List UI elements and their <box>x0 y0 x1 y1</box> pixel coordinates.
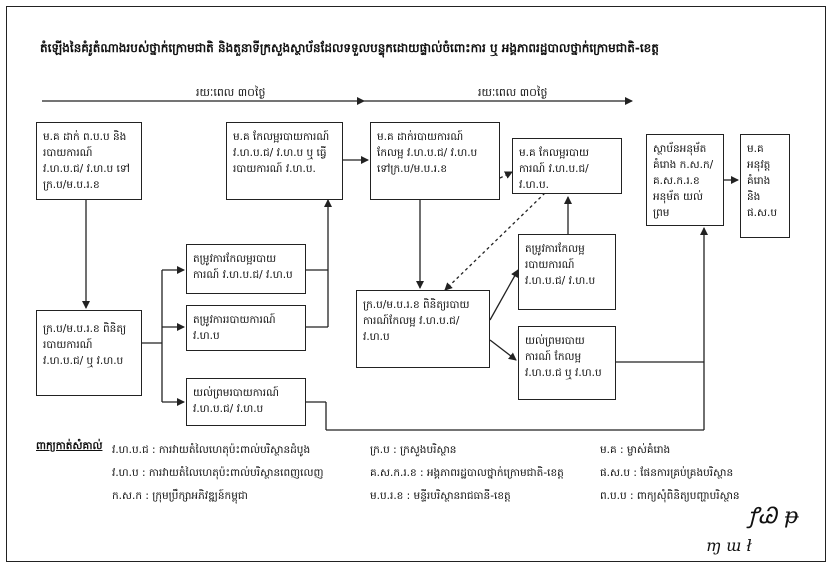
box-approve-revised-report: យល់ព្រមរបាយការណ៍ កែលម្អ វ.ហ.ប.ជ ឬ វ.ហ.ប <box>518 326 616 400</box>
legend-heading: ពាក្យកាត់សំគាល់ <box>36 440 103 452</box>
diagram-title: តំឡើងនៃគំរូតំណាងរបស់ថ្នាក់ក្រោមជាតិ និងត… <box>40 41 659 55</box>
arrow-b11-b12 <box>489 269 519 321</box>
legend-item: ព.ប.ប : ពាក្យសុំពិនិត្យបញ្ហាបរិស្ថាន <box>600 490 740 502</box>
page-frame <box>6 6 826 562</box>
signature-handwritten: ɱ ɯ ł <box>706 536 752 555</box>
box-approving-body: ស្ថាប័នអនុម័ត គំរោង ក.ស.ក/ គ.ស.ក.រ.ខ អនុ… <box>646 134 724 226</box>
box-implement-project: ម.គ អនុវត្ត គំរោង និង ផ.ស.ប <box>740 134 790 238</box>
arrow-b3-b4 <box>499 171 513 179</box>
legend-item: ម.ប.រ.ខ : មន្ទីរបរិស្ថានរាជធានី-ខេត្ត <box>370 490 511 502</box>
arrow-b11-b13 <box>489 339 517 361</box>
legend-item: វ.ហ.ប.ជ : ការវាយតំលៃហេតុប៉ះពាល់បរិស្ថានដ… <box>112 444 311 456</box>
box-review-report: ក្រ.ប/ម.ប.រ.ខ ពិនិត្យ របាយការណ៍ វ.ហ.ប.ជ/… <box>36 310 142 396</box>
signature-initials: ꝭᏊ ᵽ <box>748 504 799 529</box>
legend-item: គ.ស.ក.រ.ខ : អង្គភាពរដ្ឋបាលថ្នាក់ក្រោមជាត… <box>370 467 564 479</box>
arrow-b4-b11 <box>444 192 546 291</box>
legend-item: ម.គ : ម្ចាស់គំរោង <box>600 444 671 456</box>
legend-item: ក.ស.ក : ក្រុមប្រឹក្សាអភិវឌ្ឍន៍កម្ពុជា <box>112 490 248 502</box>
box-submit-revised-report: ម.គ ដាក់របាយការណ៍ កែលម្អ វ.ហ.ប.ជ/ វ.ហ.ប … <box>370 122 500 200</box>
box-need-revision: តម្រូវការកែលម្អរបាយ ការណ៍ វ.ហ.ប.ជ/ វ.ហ.ប <box>186 244 306 294</box>
box-review-revised-report: ក្រ.ប/ម.ប.រ.ខ ពិនិត្យរបាយ ការណ៍កែលម្អ វ.… <box>356 290 490 368</box>
phase-label-left: រយៈពេល ៣០ថ្ងៃ <box>196 86 266 99</box>
box-submit-application: ម.គ ដាក់ ព.ប.ប និងរបាយការណ៍ វ.ហ.ប.ជ/ វ.ហ… <box>36 122 142 200</box>
box-revise-report-1: ម.គ កែលម្អរបាយការណ៍ វ.ហ.ប.ជ/ វ.ហ.ប ឬ ធ្វ… <box>226 122 343 200</box>
legend-item: ក្រ.ប : ក្រសួងបរិស្ថាន <box>370 444 457 456</box>
box-approve-report: យល់ព្រមរបាយការណ៍ វ.ហ.ប.ជ/ វ.ហ.ប <box>186 378 306 426</box>
box-need-further-revision: តម្រូវការកែលម្អ របាយការណ៍ វ.ហ.ប.ជ/ វ.ហ.ប <box>518 234 616 310</box>
phase-label-right: រយៈពេល ៣០ថ្ងៃ <box>478 86 548 99</box>
box-need-full-report: តម្រូវការរបាយការណ៍ វ.ហ.ប <box>186 305 306 351</box>
box-revise-report-2: ម.គ កែលម្អរបាយការណ៍ វ.ហ.ប.ជ/ វ.ហ.ប. <box>512 138 622 194</box>
legend-item: វ.ហ.ប : ការវាយតំលៃហេតុប៉ះពាល់បរិស្ថានពេញ… <box>112 467 324 479</box>
legend-item: ផ.ស.ប : ផែនការគ្រប់គ្រងបរិស្ថាន <box>600 467 734 479</box>
